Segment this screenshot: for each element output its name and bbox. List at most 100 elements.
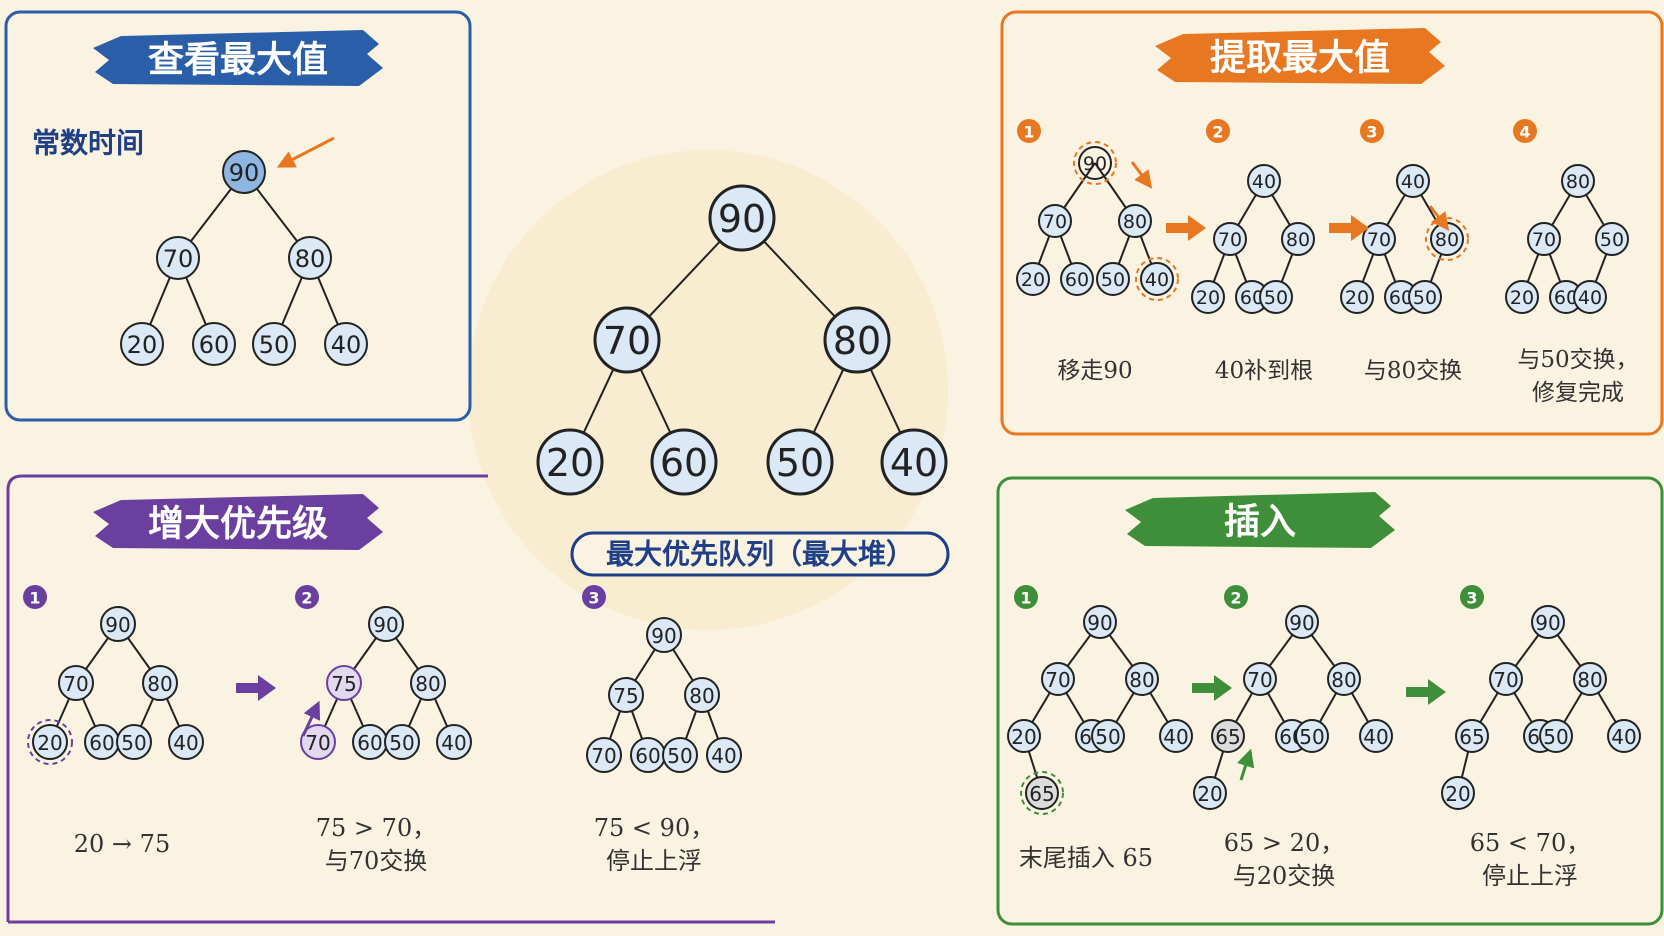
panel-extract [1000,10,1664,436]
center-caption: 最大优先队列（最大堆） [606,538,914,571]
heap-node [1561,164,1595,198]
step-badge: 2 [1206,119,1230,143]
heap-node [1327,662,1361,696]
heap-node [1060,262,1094,296]
heap-node-value: 65 [1459,725,1484,749]
heap-node [192,322,236,366]
heap-node [288,236,332,280]
insert-step-arrow [1406,679,1446,705]
step-badge-circle [1206,119,1230,143]
heap-node [120,322,164,366]
step-badge: 1 [1014,585,1038,609]
heap-node-value: 50 [389,731,414,755]
step-badge: 1 [1017,119,1041,143]
heap-node-value: 65 [1029,782,1054,806]
heap-node-value: 50 [1543,725,1568,749]
heap-node-value: 70 [163,245,194,273]
heap-node-value: 40 [1145,269,1169,291]
heap-node [222,150,266,194]
heap-node-value: 40 [1363,725,1388,749]
heap-node [1211,719,1245,753]
heap-node-value: 20 [37,731,62,755]
heap-node [368,606,404,642]
step-badge: 3 [1460,585,1484,609]
heap-node [1125,662,1159,696]
heap-node-value: 70 [591,744,616,768]
move-arrow [1428,205,1450,231]
move-arrow [301,700,321,737]
heap-node-value: 20 [1510,287,1534,309]
step-badge-circle [1224,585,1248,609]
heap-node [410,665,446,701]
title-brush-stroke [1155,28,1445,84]
heap-node-value: 90 [229,159,260,187]
step-caption: 与50交换， [1517,347,1638,373]
step-badge-circle [1460,585,1484,609]
step-caption: 75 > 70， [316,814,436,842]
heap-node-value: 90 [105,613,130,637]
heap-node [586,737,622,773]
heap-node [1359,719,1393,753]
heap-node [1118,204,1152,238]
heap-node-value: 70 [1532,229,1556,251]
step-badge: 3 [1360,119,1384,143]
heap-node [1191,280,1225,314]
title-brush-stroke [93,30,383,86]
step-badge: 3 [582,585,606,609]
heap-node [1441,776,1475,810]
peek-note: 常数时间 [32,127,144,160]
panel-title: 增大优先级 [148,504,328,545]
heap-node [1213,222,1247,256]
heap-node-value: 70 [1247,668,1272,692]
heap-node-value: 40 [1611,725,1636,749]
highlight-ring [1073,141,1117,185]
heap-node-value: 40 [1401,171,1425,193]
heap-node-value: 70 [1045,668,1070,692]
heap-node [684,677,720,713]
heap-node-value: 60 [1389,287,1413,309]
heap-node-value: 20 [127,331,158,359]
extract-title: 提取最大值 [1155,28,1445,84]
heap-node-value: 70 [1493,668,1518,692]
move-arrow [1130,161,1153,189]
heap-node [1531,605,1565,639]
step-caption: 40补到根 [1215,358,1313,384]
step-number: 2 [301,589,312,608]
heap-node [1362,222,1396,256]
heap-node-value: 65 [1215,725,1240,749]
heap-node [1025,776,1059,810]
heap-node [1573,280,1607,314]
step-number: 3 [1366,123,1377,142]
heap-node [1281,222,1315,256]
heap-node [662,737,698,773]
heap-node-value: 70 [305,731,330,755]
heap-node [1159,719,1193,753]
heap-node [32,724,68,760]
heap-node-value: 60 [1554,287,1578,309]
step-number: 2 [1230,589,1241,608]
panel-title: 提取最大值 [1210,38,1390,79]
heap-node [1573,662,1607,696]
heap-node [1455,719,1489,753]
heap-node-value: 80 [1566,171,1590,193]
step-badge-circle [1513,119,1537,143]
step-caption: 末尾插入 65 [1019,844,1153,872]
step-caption: 与80交换 [1364,358,1462,384]
step-caption: 停止上浮 [606,847,702,875]
heap-node-value: 80 [833,319,881,363]
heap-node [1295,719,1329,753]
move-arrow [1237,748,1255,781]
heap-node-value: 90 [718,197,766,241]
title-brush-stroke [1125,492,1395,548]
panel-title: 插入 [1224,502,1296,543]
heap-node [1396,164,1430,198]
step-number: 3 [588,589,599,608]
step-number: 1 [1023,123,1034,142]
